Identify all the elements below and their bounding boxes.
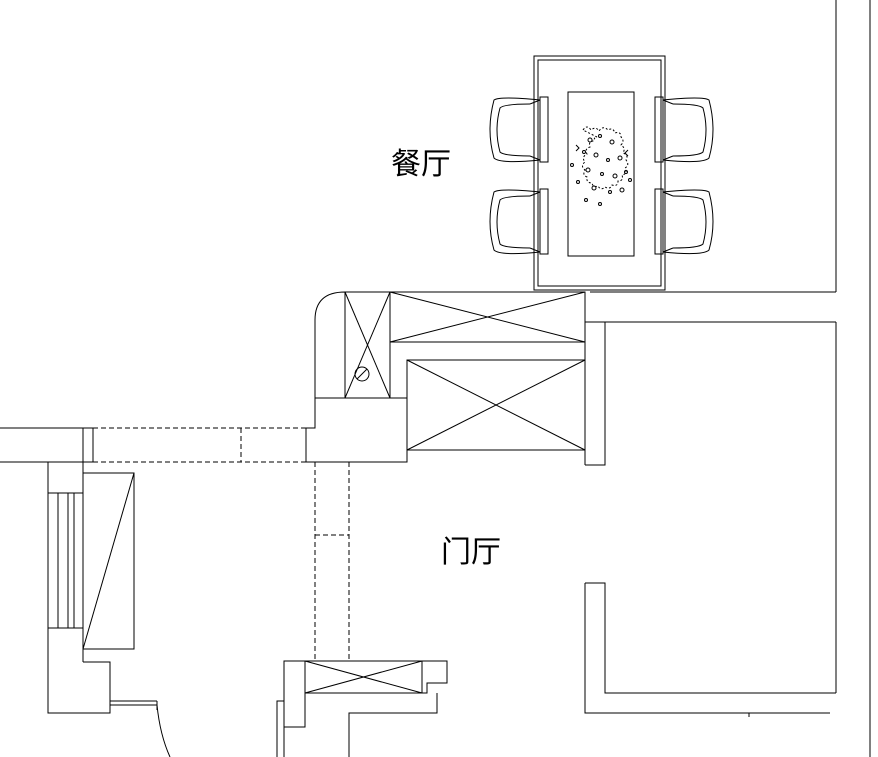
- plant-centerpiece-icon: [571, 127, 632, 206]
- foyer-label: 门厅: [441, 535, 501, 570]
- chair-top-left: [490, 97, 548, 162]
- overhead-beams: [93, 428, 349, 661]
- shoe-cabinet: [83, 473, 134, 649]
- left-lower-wall: [48, 628, 170, 757]
- upper-cabinet: [390, 292, 585, 342]
- dining-table: [534, 56, 665, 290]
- lower-cabinet: [407, 360, 585, 450]
- entry-wall-block: [306, 398, 407, 462]
- corner-column: [315, 292, 390, 398]
- left-window: [48, 462, 83, 662]
- chair-top-right: [655, 97, 713, 162]
- bottom-column: [277, 661, 447, 757]
- left-exterior-wall: [0, 428, 93, 628]
- dining-room-label: 餐厅: [391, 147, 451, 182]
- foyer-right-wall: [585, 322, 836, 717]
- right-exterior-wall: [836, 0, 870, 757]
- shaft-cabinet: [345, 292, 390, 398]
- dining-bottom-wall: [585, 292, 836, 322]
- chair-bottom-right: [655, 189, 713, 254]
- chair-bottom-left: [490, 189, 548, 254]
